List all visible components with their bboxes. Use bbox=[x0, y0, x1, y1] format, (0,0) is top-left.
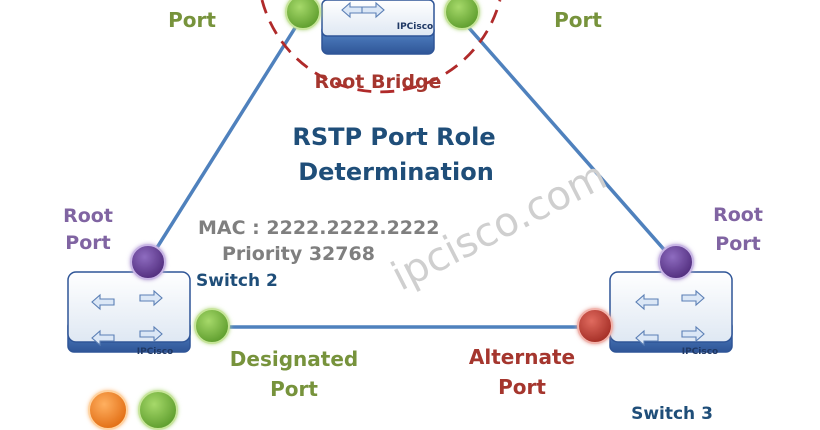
right-root-port-line2: Port bbox=[715, 233, 760, 255]
link-root-switch3 bbox=[460, 18, 677, 264]
root-bridge-label: Root Bridge bbox=[315, 71, 442, 93]
switch2-priority: Priority 32768 bbox=[222, 243, 375, 265]
switch3-brand: IPCisco bbox=[682, 347, 719, 357]
switch3: IPCisco bbox=[609, 271, 733, 357]
alternate-port-line1: Alternate bbox=[469, 345, 575, 369]
title-line1: RSTP Port Role bbox=[292, 123, 495, 151]
top-left-port-label: Port bbox=[168, 8, 216, 32]
switch2-label: Switch 2 bbox=[196, 271, 278, 291]
top-right-port-label: Port bbox=[554, 8, 602, 32]
switch2-brand: IPCisco bbox=[137, 347, 174, 357]
switch2-bottom-port-green bbox=[138, 390, 178, 430]
designated-port-line1: Designated bbox=[230, 347, 358, 371]
switch3-root-port bbox=[658, 244, 694, 280]
switch2-mac-address: MAC : 2222.2222.2222 bbox=[198, 217, 439, 239]
switch2-designated-port bbox=[194, 308, 230, 344]
title-line2: Determination bbox=[298, 158, 494, 186]
switch3-alternate-port bbox=[577, 308, 613, 344]
root-bridge-brand: IPCisco bbox=[397, 22, 434, 32]
switch2-bottom-port-orange bbox=[88, 390, 128, 430]
right-root-port-line1: Root bbox=[713, 204, 763, 226]
switch2: IPCisco bbox=[67, 271, 191, 357]
root-bridge-dashed-circle bbox=[260, 0, 502, 94]
switch3-label: Switch 3 bbox=[631, 404, 713, 424]
link-root-switch2 bbox=[146, 19, 302, 263]
alternate-port-line2: Port bbox=[498, 375, 546, 399]
root-bridge-designated-port-right bbox=[444, 0, 480, 30]
switch2-root-port bbox=[130, 244, 166, 280]
left-root-port-line1: Root bbox=[63, 205, 113, 227]
designated-port-line2: Port bbox=[270, 377, 318, 401]
root-bridge-designated-port-left bbox=[285, 0, 321, 30]
root-bridge-switch: IPCisco bbox=[321, 0, 435, 55]
left-root-port-line2: Port bbox=[65, 232, 110, 254]
